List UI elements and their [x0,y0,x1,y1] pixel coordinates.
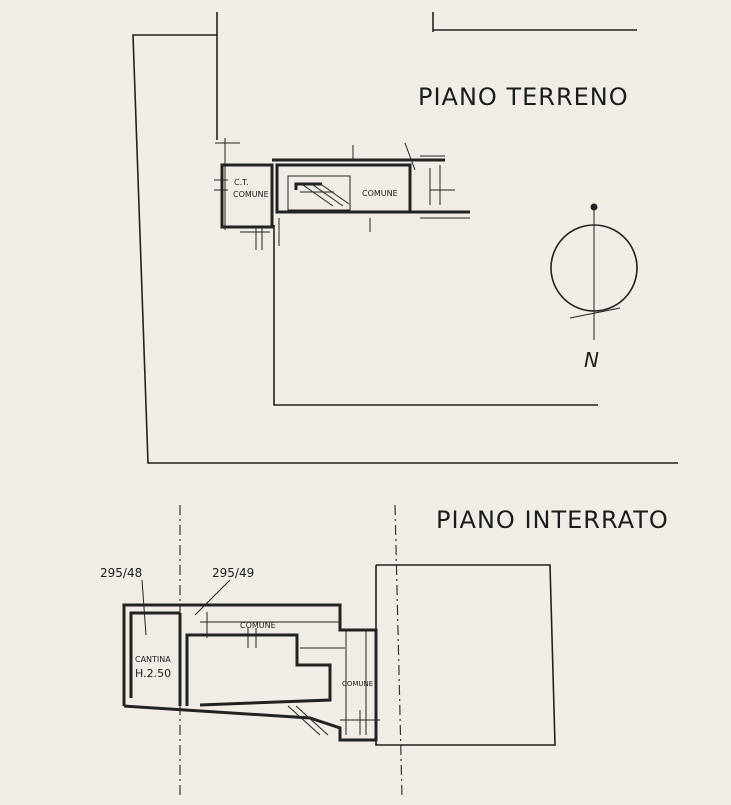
room-height-label: H.2.50 [135,667,171,680]
room-label-ct-comune: COMUNE [233,190,269,199]
ref-number-right: 295/49 [212,566,254,580]
room-label-comune-top: COMUNE [240,621,276,630]
north-compass: N [550,203,638,372]
section-line-right [394,504,403,799]
room-label-comune-right: COMUNE [342,680,373,688]
ref-leader-right [194,579,231,616]
compass-tick [569,307,621,319]
ground-floor-title: PIANO TERRENO [418,83,629,111]
room-label-cantina: CANTINA [135,655,171,664]
ground-floor-walls [214,138,470,250]
basement-title: PIANO INTERRATO [436,506,669,534]
basement-plan: PIANO INTERRATO 295/48 295/49 COMUNE CAN… [100,504,669,799]
basement-walls [122,603,380,742]
room-label-ct: C.T. [234,178,249,187]
courtyard-outline [273,225,598,406]
ground-floor-staircase [287,175,351,211]
room-label-comune: COMUNE [362,189,398,198]
site-boundary [132,12,678,464]
basement-adjacent-building [375,564,556,746]
compass-dot [590,203,598,211]
ref-leader-left [141,579,147,636]
ref-number-left: 295/48 [100,566,142,580]
north-label: N [584,348,599,372]
ground-floor-plan: PIANO TERRENO C.T. COMUNE COMUNE [132,12,678,464]
